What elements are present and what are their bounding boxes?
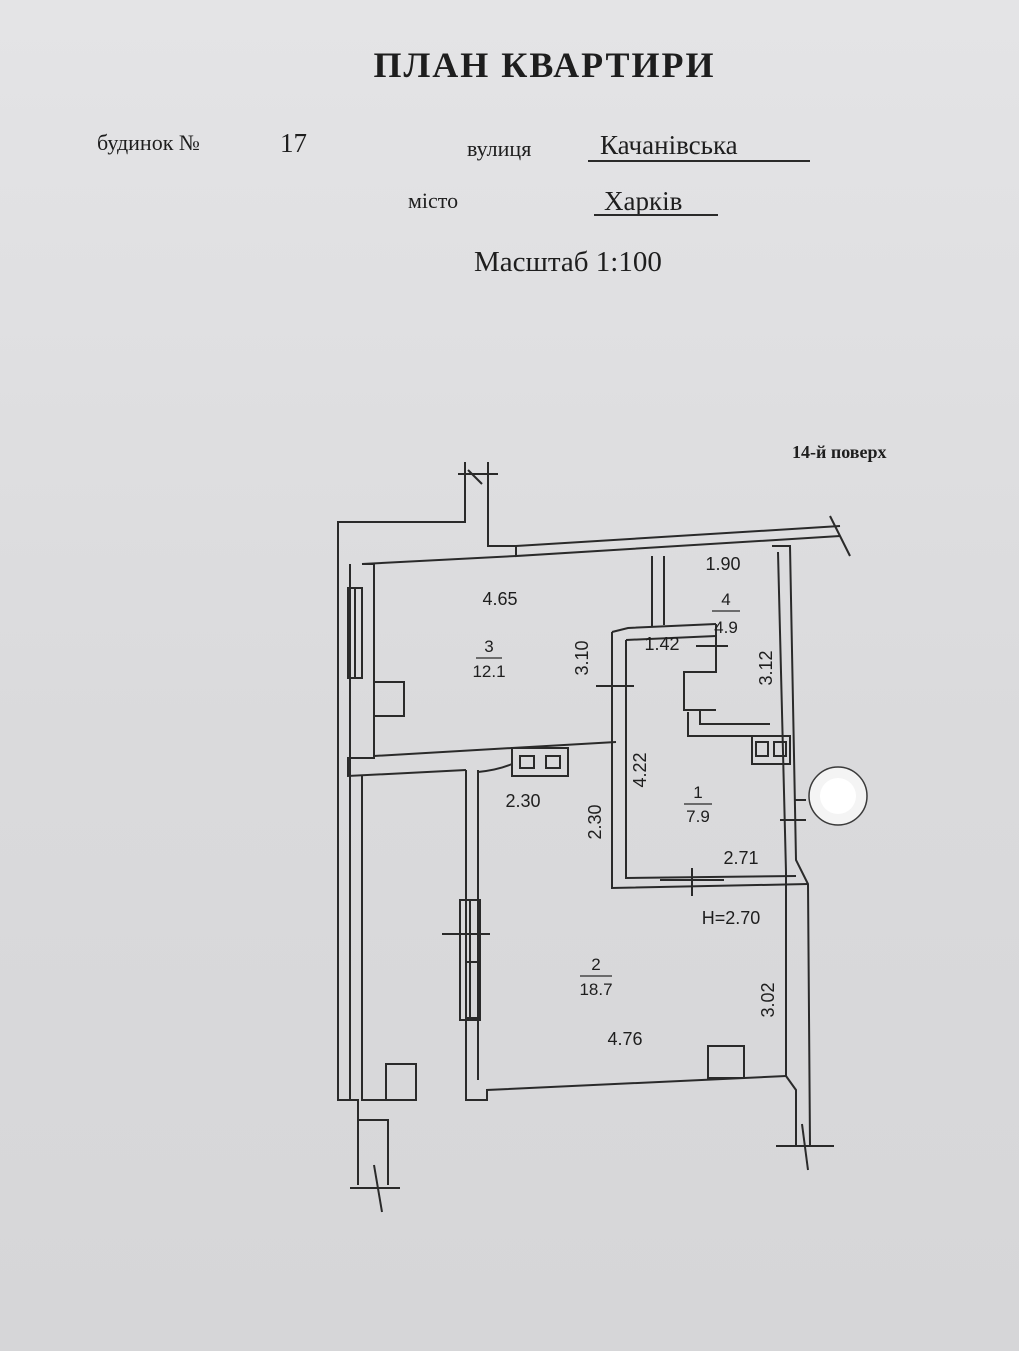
street-value: Качанівська [600,130,738,160]
dim-room2-width: 4.76 [607,1029,642,1049]
plan-walls [337,462,851,1213]
city-label: місто [408,188,459,213]
street-underline [588,160,810,162]
room2-number: 2 [591,955,600,974]
room2-area: 18.7 [579,980,612,999]
room1-area: 7.9 [686,807,710,826]
room4-area: 4.9 [714,618,738,637]
balcony-marker-inner [820,778,856,814]
house-label: будинок № [97,130,200,155]
city-underline [594,214,718,216]
house-number: 17 [280,128,307,158]
dim-room2-depth: 3.02 [758,982,778,1017]
street-label: вулиця [467,136,532,161]
ceiling-height: H=2.70 [702,908,761,928]
dim-hall-depth: 2.30 [585,804,605,839]
dim-room3-width: 4.65 [482,589,517,609]
scale-label: Масштаб 1:100 [474,246,662,278]
dim-bath-width: 1.42 [644,634,679,654]
room3-area: 12.1 [472,662,505,681]
dim-right-depth: 3.12 [756,650,776,685]
city-value: Харків [604,186,683,216]
room1-number: 1 [693,783,702,802]
room3-number: 3 [484,637,493,656]
dim-room1-width: 2.71 [723,848,758,868]
dim-room4-width: 1.90 [705,554,740,574]
dim-room3-depth: 3.10 [572,640,592,675]
dim-hall-width: 2.30 [505,791,540,811]
dim-room1-depth: 4.22 [630,752,650,787]
floor-label: 14-й поверх [792,442,887,462]
page-title: ПЛАН КВАРТИРИ [373,45,716,85]
room4-number: 4 [721,590,730,609]
